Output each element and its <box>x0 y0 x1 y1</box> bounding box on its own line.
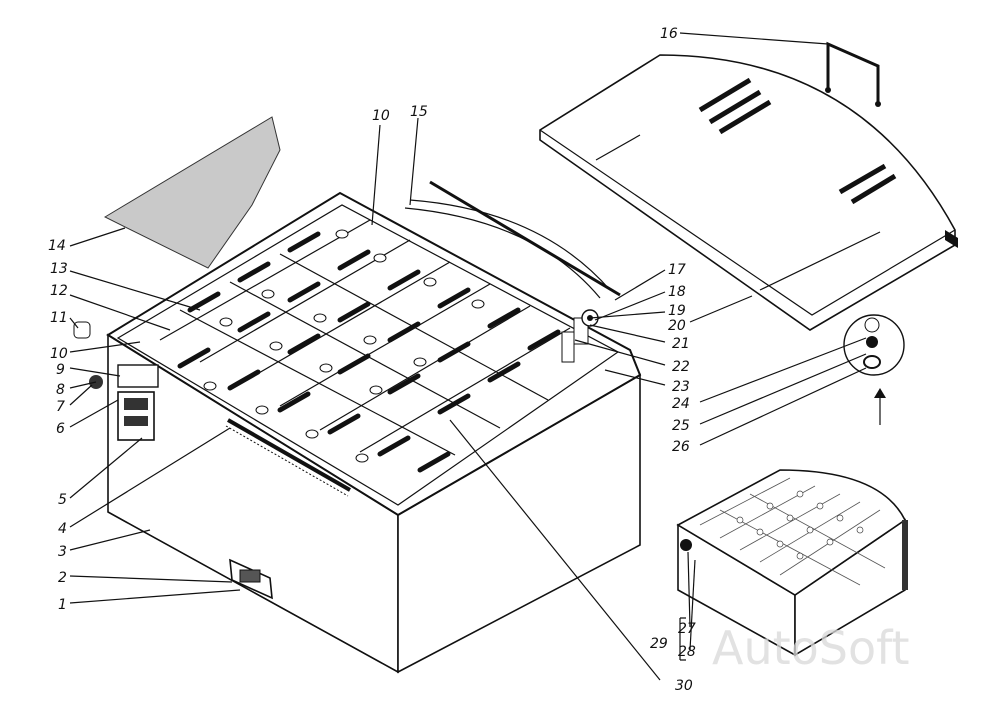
label-10-left: 10 <box>50 346 68 362</box>
battery-cells <box>159 219 571 473</box>
label-12: 12 <box>50 283 68 299</box>
label-23: 23 <box>672 379 690 395</box>
label-1: 1 <box>58 597 67 613</box>
watermark: AutoSoft <box>712 621 910 675</box>
label-27: 27 <box>678 621 696 637</box>
label-18: 18 <box>668 284 686 300</box>
socket-connector <box>73 321 159 441</box>
label-13: 13 <box>50 261 68 277</box>
label-3: 3 <box>58 544 67 560</box>
label-29: 29 <box>650 636 668 652</box>
label-16: 16 <box>660 26 678 42</box>
label-9: 9 <box>56 362 65 378</box>
label-25: 25 <box>672 418 690 434</box>
label-6: 6 <box>56 421 65 437</box>
label-8: 8 <box>56 382 65 398</box>
fastener-group <box>843 314 905 425</box>
label-20: 20 <box>668 318 686 334</box>
label-26: 26 <box>672 439 690 455</box>
leader-lines <box>69 32 867 681</box>
label-7: 7 <box>56 399 65 415</box>
battery-box <box>106 191 642 674</box>
label-17: 17 <box>668 262 686 278</box>
vent-tube <box>404 180 621 299</box>
part-labels: 1 2 3 4 5 6 7 8 9 10 10 11 12 13 14 15 1… <box>48 26 696 694</box>
label-4: 4 <box>58 521 67 537</box>
label-21: 21 <box>672 336 690 352</box>
label-2: 2 <box>58 570 67 586</box>
label-24: 24 <box>672 396 690 412</box>
label-14: 14 <box>48 238 66 254</box>
assembled-battery <box>676 469 908 657</box>
side-rail <box>225 418 351 497</box>
label-30: 30 <box>675 678 693 694</box>
insulating-mat <box>103 116 281 269</box>
box-handle <box>229 558 273 600</box>
label-19: 19 <box>668 303 686 319</box>
label-28: 28 <box>678 644 696 660</box>
label-10-top: 10 <box>372 108 390 124</box>
label-11: 11 <box>50 310 68 326</box>
label-22: 22 <box>672 359 690 375</box>
battery-lid <box>539 41 958 331</box>
label-15: 15 <box>410 104 428 120</box>
label-5: 5 <box>58 492 67 508</box>
